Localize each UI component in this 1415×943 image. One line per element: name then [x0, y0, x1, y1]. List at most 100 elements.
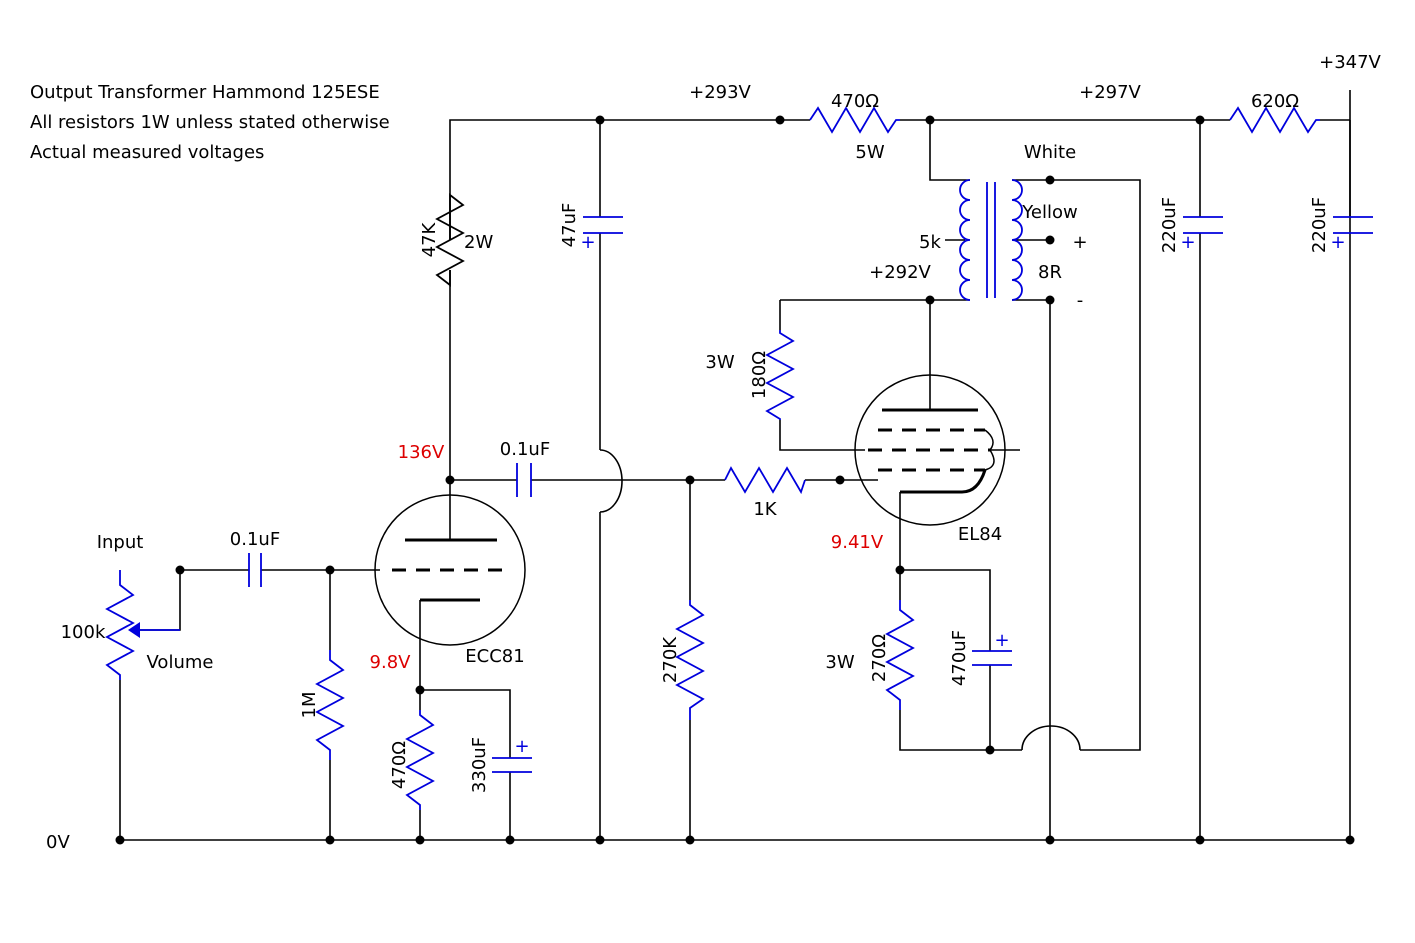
r270-cathode-label: 270Ω	[869, 634, 890, 682]
r270k-label: 270K	[660, 636, 681, 683]
pot-track	[105, 570, 135, 680]
wire-crossover-hop	[599, 449, 623, 513]
speaker-minus-label: -	[1077, 290, 1084, 311]
cap220b-label: 220uF	[1309, 197, 1330, 253]
cap330-label: 330uF	[469, 737, 490, 793]
r47k-label: 47K	[419, 221, 440, 257]
resistor-470-5w	[809, 106, 900, 134]
junction	[595, 115, 605, 125]
transformer-white-label: White	[1024, 142, 1076, 163]
junction	[685, 475, 695, 485]
wire-crossover-hop-2	[1021, 725, 1081, 751]
el84-tube-label: EL84	[958, 524, 1002, 545]
transformer-primary-winding	[959, 179, 971, 301]
r1k-label: 1K	[753, 499, 777, 520]
rail-297v-label: +297V	[1079, 82, 1141, 103]
dropper2-value-label: 620Ω	[1251, 91, 1299, 112]
junction	[685, 835, 695, 845]
coupling-cap-label: 0.1uF	[500, 439, 550, 460]
resistor-270k	[675, 600, 705, 720]
r1m-label: 1M	[299, 692, 320, 719]
junction	[505, 835, 515, 845]
pot-name-label: Volume	[147, 652, 214, 673]
cap330-polarity: +	[514, 736, 529, 757]
el84-tube	[854, 374, 1020, 526]
junction	[445, 475, 455, 485]
ecc81-envelope	[374, 494, 526, 646]
junction	[835, 475, 845, 485]
transformer-yellow-label: Yellow	[1021, 202, 1077, 223]
rail-347v-label: +347V	[1319, 52, 1381, 73]
capacitors	[248, 216, 1373, 773]
junction	[1345, 835, 1355, 845]
rail-293v-label: +293V	[689, 82, 751, 103]
junction	[325, 565, 335, 575]
junction	[1195, 835, 1205, 845]
speaker-plus-label: +	[1072, 232, 1087, 253]
el84-cathode-voltage: 9.41V	[831, 532, 884, 553]
junction	[925, 295, 935, 305]
junction	[775, 115, 785, 125]
resistors	[315, 106, 1320, 810]
pot-wiper-wire	[138, 569, 249, 631]
ecc81-anode-voltage: 136V	[398, 442, 445, 463]
cap220a-polarity: +	[1180, 232, 1195, 253]
cap470-label: 470uF	[949, 630, 970, 686]
rail-292v-label: +292V	[869, 262, 931, 283]
resistor-47k	[435, 193, 465, 287]
junction	[325, 835, 335, 845]
junction	[1045, 235, 1055, 245]
transformer-secondary-label: 8R	[1038, 262, 1062, 283]
junction	[1045, 295, 1055, 305]
junction	[895, 565, 905, 575]
transformer-secondary-winding	[1011, 179, 1023, 301]
junction	[115, 835, 125, 845]
input-cap-label: 0.1uF	[230, 529, 280, 550]
ecc81-cathode-bypass-wire	[420, 689, 511, 758]
ground-label: 0V	[46, 832, 70, 853]
junction	[415, 835, 425, 845]
el84-cathode	[900, 469, 987, 494]
secondary-minus-wire	[1012, 299, 1051, 840]
primary-top-wire	[929, 120, 970, 181]
secondary-white-wire	[1012, 179, 1141, 751]
resistor-180	[765, 330, 795, 420]
ecc81-tube-label: ECC81	[465, 646, 524, 667]
junction	[1045, 175, 1055, 185]
note-line-2: All resistors 1W unless stated otherwise	[30, 112, 390, 133]
note-line-3: Actual measured voltages	[30, 142, 264, 163]
junction	[175, 565, 185, 575]
r180-label: 180Ω	[749, 351, 770, 399]
cap47-label: 47uF	[559, 203, 580, 248]
ecc81-tube	[374, 494, 526, 646]
volume-potentiometer	[105, 570, 180, 680]
transformer-primary-label: 5k	[919, 232, 941, 253]
resistor-1k	[724, 466, 806, 495]
labels: Output Transformer Hammond 125ESE All re…	[30, 52, 1382, 853]
el84-cathode-return-wire	[899, 710, 1022, 751]
junction	[415, 685, 425, 695]
dropper1-value-label: 470Ω	[831, 91, 879, 112]
el84-cathode-bypass-wire	[900, 569, 991, 651]
cap470-polarity: +	[994, 630, 1009, 651]
r47k-power-label: 2W	[464, 232, 493, 253]
pot-wiper-arrow	[128, 622, 140, 638]
note-line-1: Output Transformer Hammond 125ESE	[30, 82, 380, 103]
junction	[925, 115, 935, 125]
cap220b-polarity: +	[1330, 232, 1345, 253]
input-label: Input	[97, 532, 144, 553]
cap220a-label: 220uF	[1159, 197, 1180, 253]
resistor-270-cathode	[885, 600, 915, 710]
cap47-polarity: +	[580, 232, 595, 253]
r270-power-label: 3W	[825, 652, 854, 673]
r180-lower-wire	[779, 420, 865, 451]
r180-power-label: 3W	[705, 352, 734, 373]
resistor-620	[1229, 106, 1320, 134]
junction	[595, 835, 605, 845]
resistor-470-cathode	[405, 710, 435, 810]
rail-293v-wire	[449, 119, 810, 240]
ecc81-cathode-voltage: 9.8V	[370, 652, 412, 673]
output-transformer	[959, 179, 1023, 301]
junction	[985, 745, 995, 755]
